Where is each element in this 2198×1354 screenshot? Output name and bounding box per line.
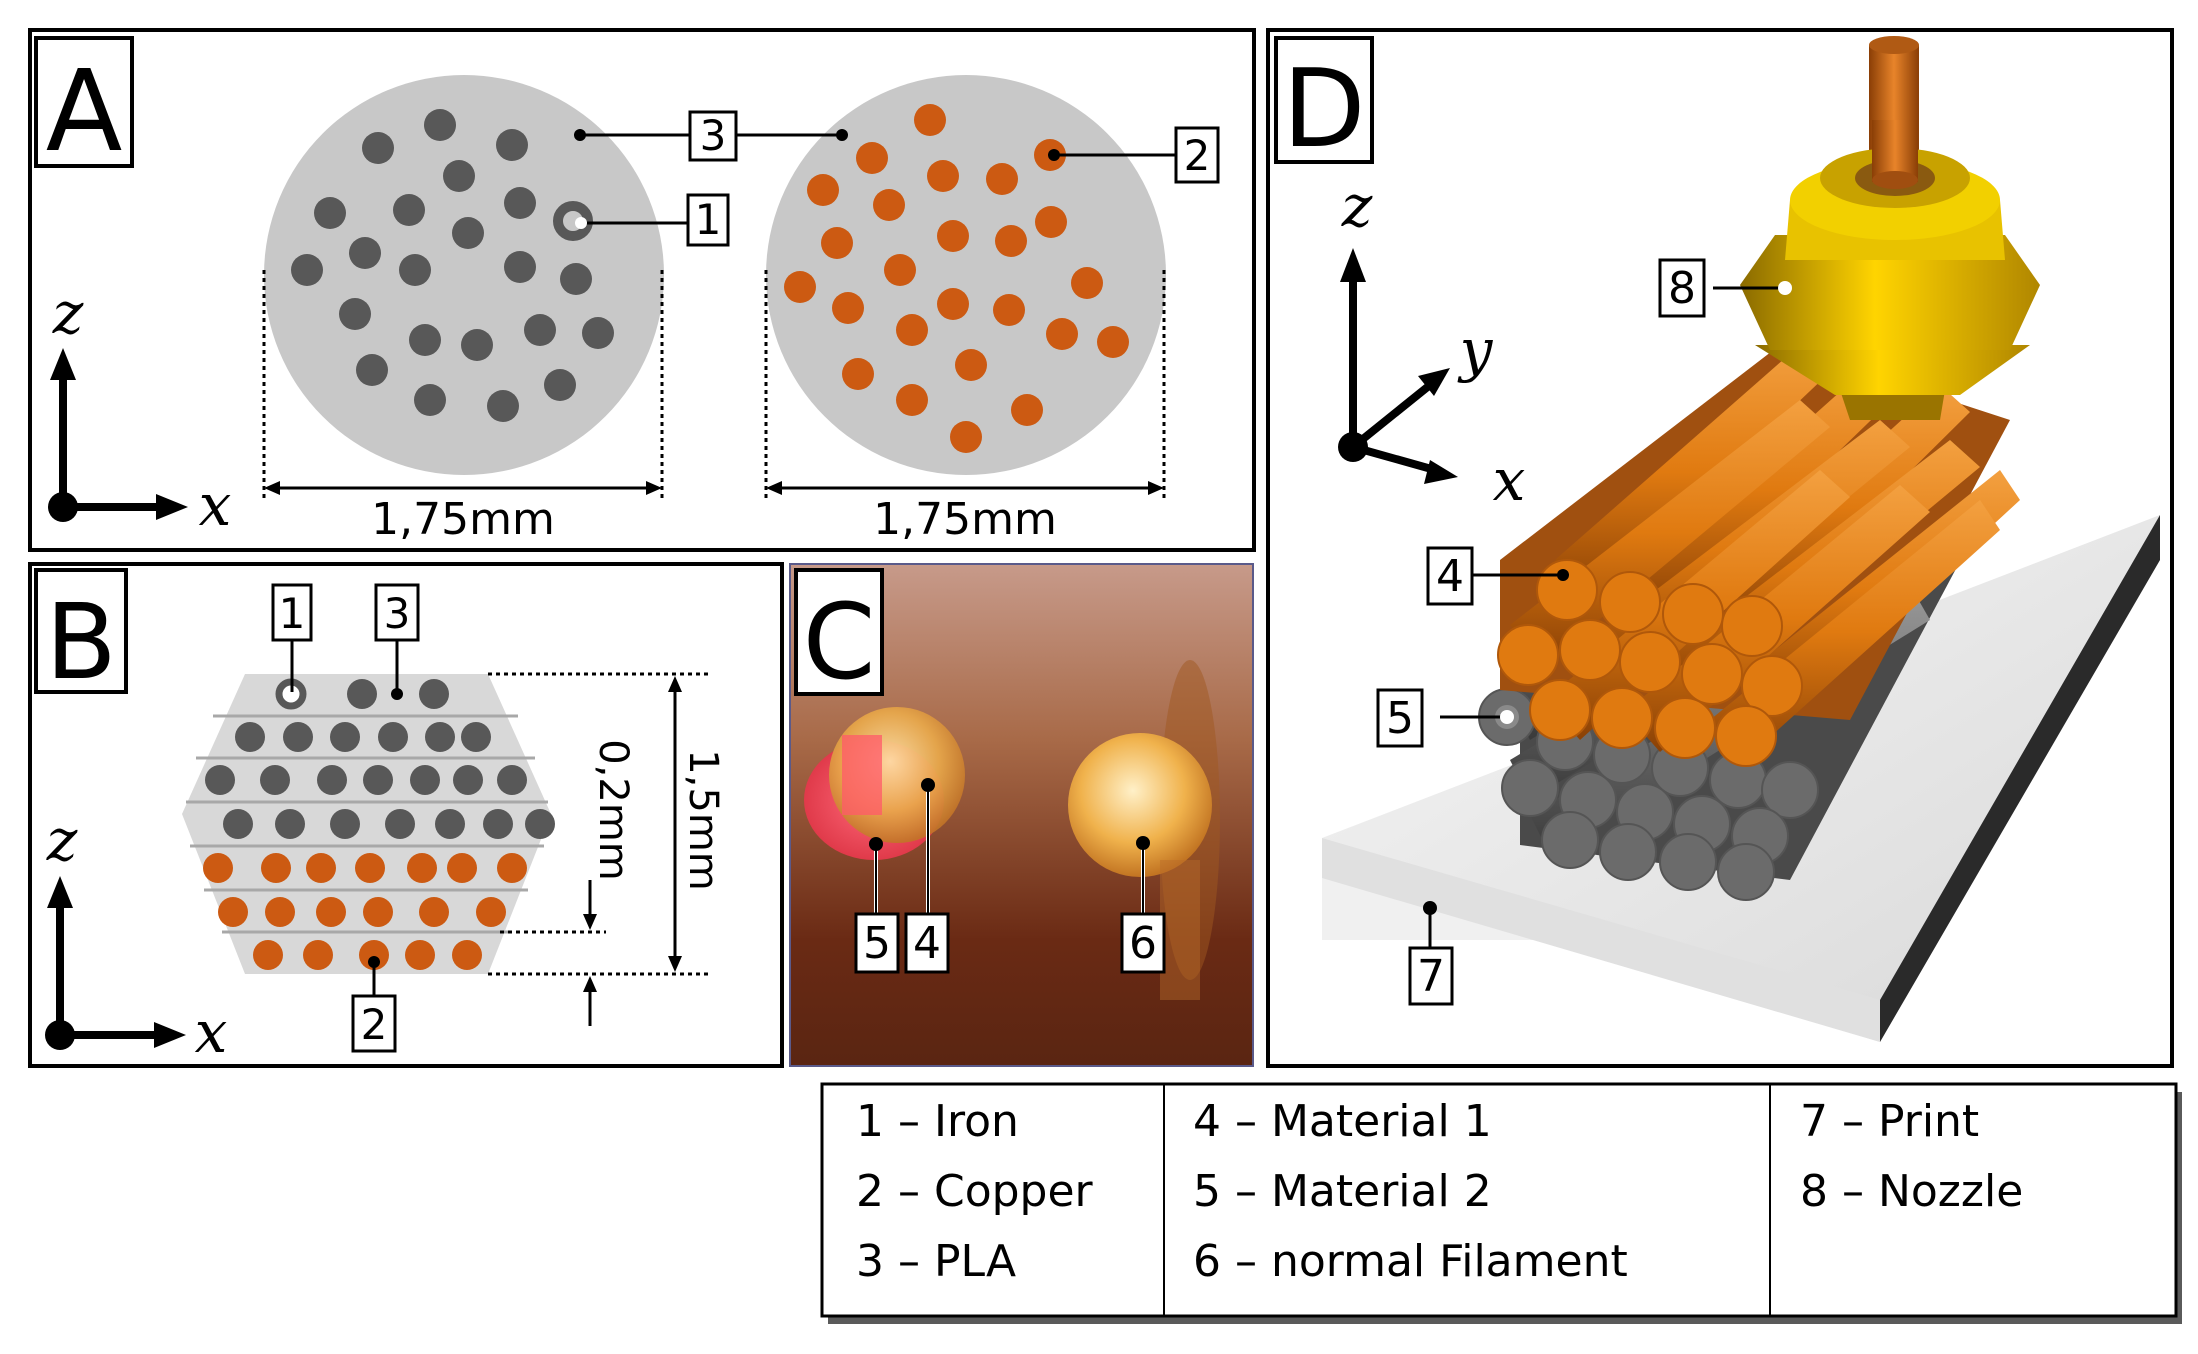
normal-filament-blob: [1068, 733, 1212, 877]
panel-b-letter: B: [45, 581, 116, 703]
iron-particles: [291, 109, 614, 422]
leader-dot: [1500, 710, 1514, 724]
legend-item: 2 – Copper: [856, 1166, 1094, 1217]
callout-8: 8: [1668, 263, 1696, 314]
panel-c-letter-box: [794, 568, 884, 696]
panel-b: B: [28, 562, 784, 1068]
material1-rods: [1497, 345, 2020, 767]
panel-d-axis: z y x: [1338, 172, 1525, 514]
axis-x-label: x: [195, 998, 228, 1066]
panel-b-dimension-arrows: [588, 690, 677, 1026]
leader-dot: [1778, 281, 1792, 295]
leader-dot: [836, 129, 848, 141]
build-plate-side: [1880, 515, 2160, 1042]
callout-2: 2: [1184, 131, 1211, 180]
callout-7-box: [1408, 946, 1454, 1006]
leader-dot: [1136, 836, 1150, 850]
layer-height-label: 0,2mm: [590, 739, 636, 881]
legend-item: 7 – Print: [1800, 1096, 1979, 1147]
panel-a: A: [28, 28, 1256, 552]
axis-x-label: x: [199, 471, 232, 539]
iron-layers: [205, 679, 555, 839]
panel-b-letter-box: [34, 568, 128, 694]
callout-5-box: [1376, 688, 1424, 748]
callout-2-box: [1174, 126, 1220, 184]
callout-1: 1: [695, 195, 722, 244]
legend-item: 5 – Material 2: [1193, 1166, 1492, 1217]
legend-item: 6 – normal Filament: [1193, 1236, 1628, 1287]
callout-3-box: [688, 110, 738, 162]
axis-z-label: z: [52, 279, 84, 347]
layer-lines: [186, 714, 548, 934]
dimension-label-left: 1,75mm: [371, 494, 555, 545]
callout-2: 2: [361, 1000, 388, 1049]
legend-item: 8 – Nozzle: [1800, 1166, 2023, 1217]
leader-dot: [1048, 149, 1060, 161]
callout-1-box: [271, 583, 313, 642]
callout-5-box: [854, 912, 900, 974]
panel-d-letter: D: [1282, 47, 1365, 172]
callout-3: 3: [700, 111, 727, 160]
panel-b-leaders: [290, 640, 399, 996]
leader-dot: [575, 217, 587, 229]
panel-c: C 5 4 6: [789, 563, 1254, 1067]
leader-dot: [869, 837, 883, 851]
callout-5: 5: [1386, 693, 1414, 744]
axis-x-label: x: [1493, 446, 1526, 514]
build-plate-front: [1322, 838, 1880, 1042]
copper-layers: [203, 853, 527, 970]
panel-d-letter-box: [1274, 36, 1374, 164]
panel-b-guides: [488, 672, 710, 976]
legend-box: [820, 1082, 2178, 1318]
leader-dot: [1423, 901, 1437, 915]
callout-4-box: [904, 912, 950, 974]
callout-5: 5: [863, 918, 891, 969]
panel-d: D: [1266, 28, 2174, 1068]
legend: 1 – Iron 2 – Copper 3 – PLA 4 – Material…: [820, 1082, 2182, 1324]
callout-6-box: [1120, 912, 1166, 974]
panel-b-frame: [28, 562, 784, 1068]
axis-z-label: z: [46, 806, 78, 874]
legend-item: 4 – Material 1: [1193, 1096, 1492, 1147]
callout-2-box: [351, 994, 397, 1053]
callout-7: 7: [1417, 951, 1445, 1002]
panel-c-letter: C: [803, 581, 876, 703]
panel-a-leaders: [580, 133, 1176, 225]
dimension-label-right: 1,75mm: [873, 494, 1057, 545]
callout-3: 3: [384, 589, 411, 638]
panel-a-axis: z x: [48, 279, 231, 539]
callout-1: 1: [279, 589, 306, 638]
panel-a-frame: [28, 28, 1256, 552]
legend-item: 1 – Iron: [856, 1096, 1019, 1147]
callout-1-box: [686, 193, 730, 247]
panel-a-letter-box: [34, 36, 134, 168]
total-height-label: 1,5mm: [680, 749, 726, 891]
callout-4: 4: [1436, 551, 1464, 602]
callout-4-box: [1426, 546, 1474, 606]
axis-z-label: z: [1341, 172, 1373, 240]
leader-dot: [921, 778, 935, 792]
axis-y-label: y: [1457, 316, 1494, 384]
nozzle: [1740, 36, 2040, 420]
panel-a-letter: A: [46, 47, 123, 177]
panel-d-frame: [1266, 28, 2174, 1068]
callout-8-box: [1658, 258, 1706, 318]
panel-b-axis: z x: [45, 806, 227, 1066]
leader-dot: [574, 129, 586, 141]
callout-6: 6: [1129, 918, 1157, 969]
legend-item: 3 – PLA: [856, 1236, 1016, 1287]
callout-3-box: [374, 583, 420, 642]
callout-4: 4: [913, 918, 941, 969]
dimension-guides: [262, 270, 1166, 500]
